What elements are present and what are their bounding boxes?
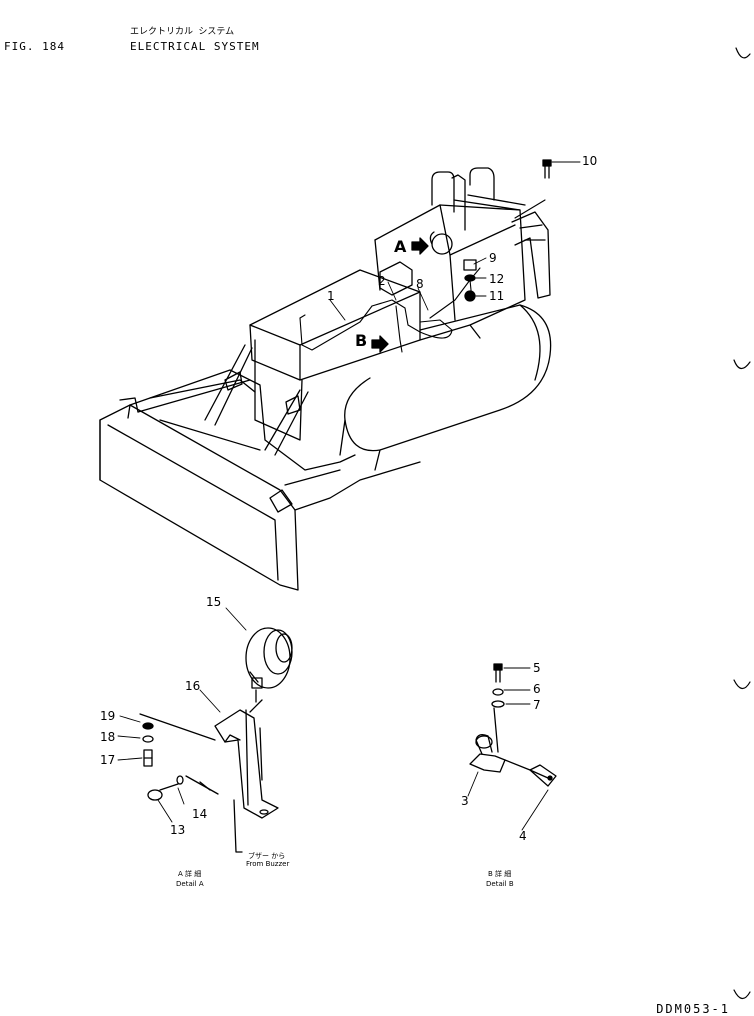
figure-number: FIG. 184 xyxy=(4,40,65,53)
callout-2: 2 xyxy=(378,274,386,288)
callout-14: 14 xyxy=(192,807,207,821)
callout-18: 18 xyxy=(100,730,115,744)
from-buzzer-label: From Buzzer xyxy=(246,860,289,868)
leader-lines-detail-a xyxy=(117,607,247,823)
lamp-assembly xyxy=(245,627,293,713)
leader-lines-main xyxy=(329,161,581,321)
callout-5: 5 xyxy=(533,661,541,675)
figure-title: ELECTRICAL SYSTEM xyxy=(130,40,260,53)
detail-a-label: Detail A xyxy=(176,880,204,888)
view-arrows xyxy=(371,237,429,353)
rear-hardware xyxy=(463,159,552,302)
callout-7: 7 xyxy=(533,698,541,712)
callout-15: 15 xyxy=(206,595,221,609)
leader-lines-detail-b xyxy=(467,667,549,831)
detail-a-label-jp: A 詳 細 xyxy=(178,869,201,878)
view-marker-b: B xyxy=(355,331,367,350)
wiring-harness-main xyxy=(299,199,546,353)
callout-1: 1 xyxy=(327,289,335,303)
callout-11: 11 xyxy=(489,289,504,303)
detail-b-label-jp: B 詳 細 xyxy=(488,869,511,878)
callout-17: 17 xyxy=(100,753,115,767)
detail-b-label: Detail B xyxy=(486,880,514,888)
vehicle-body xyxy=(99,167,552,591)
horn-on-machine xyxy=(429,231,453,255)
view-marker-a: A xyxy=(394,237,407,256)
callout-6: 6 xyxy=(533,682,541,696)
callout-8: 8 xyxy=(416,277,424,291)
lamp-bracket xyxy=(214,709,279,819)
callout-12: 12 xyxy=(489,272,504,286)
callout-10: 10 xyxy=(582,154,597,168)
figure-title-japanese: エレクトリカル システム xyxy=(130,27,235,37)
callout-16: 16 xyxy=(185,679,200,693)
callout-19: 19 xyxy=(100,709,115,723)
from-buzzer-jp: ブザー から xyxy=(248,851,285,860)
callout-4: 4 xyxy=(519,829,527,843)
callout-3: 3 xyxy=(461,794,469,808)
detail-a-fasteners xyxy=(139,713,243,853)
drawing-code: DDM053-1 xyxy=(656,1002,730,1016)
detail-b-parts xyxy=(469,663,557,787)
callout-13: 13 xyxy=(170,823,185,837)
binding-hole-marks xyxy=(733,47,751,1000)
callout-9: 9 xyxy=(489,251,497,265)
